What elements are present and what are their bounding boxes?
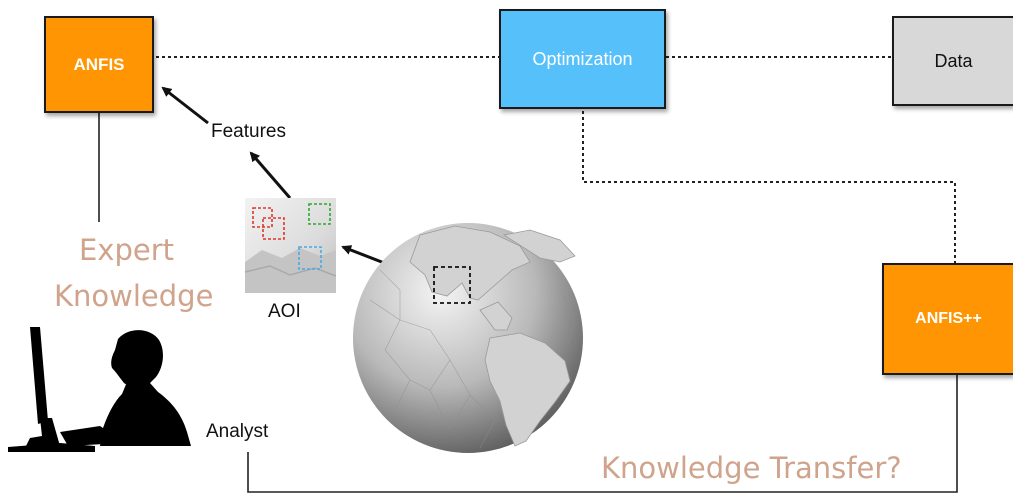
data-node-label: Data xyxy=(934,50,973,71)
aoi-region-red-box xyxy=(262,217,285,240)
arrow-features-to-anfis xyxy=(161,86,209,125)
optimization-node-label: Optimization xyxy=(532,48,633,69)
aoi-region-blue-box xyxy=(298,246,322,270)
knowledge-transfer-label: Knowledge Transfer? xyxy=(601,451,902,485)
aoi-label: AOI xyxy=(268,301,301,322)
features-label: Features xyxy=(211,121,286,142)
connector-optimization-anfispp xyxy=(582,111,956,263)
globe-aoi-marker xyxy=(433,266,471,304)
anfis-plus-plus-node-label: ANFIS++ xyxy=(915,310,982,327)
person-at-computer-silhouette-icon xyxy=(8,327,191,452)
arrow-aoi-to-features xyxy=(249,151,292,199)
aoi-region-green-box xyxy=(308,203,331,225)
expert-knowledge-line1: Expert xyxy=(78,233,175,267)
analyst-label: Analyst xyxy=(206,421,269,442)
data-node: Data xyxy=(892,16,1013,106)
anfis-node-label: ANFIS xyxy=(73,54,125,74)
expert-knowledge-line2: Knowledge xyxy=(54,279,214,313)
connector-analyst-anfispp xyxy=(247,375,958,493)
expert-knowledge-label: Expert Knowledge xyxy=(54,227,214,319)
anfis-node: ANFIS xyxy=(44,16,154,113)
optimization-node: Optimization xyxy=(499,9,666,109)
globe-icon xyxy=(353,223,583,453)
aoi-thumbnail-icon xyxy=(244,198,337,293)
anfis-plus-plus-node: ANFIS++ xyxy=(882,263,1013,375)
